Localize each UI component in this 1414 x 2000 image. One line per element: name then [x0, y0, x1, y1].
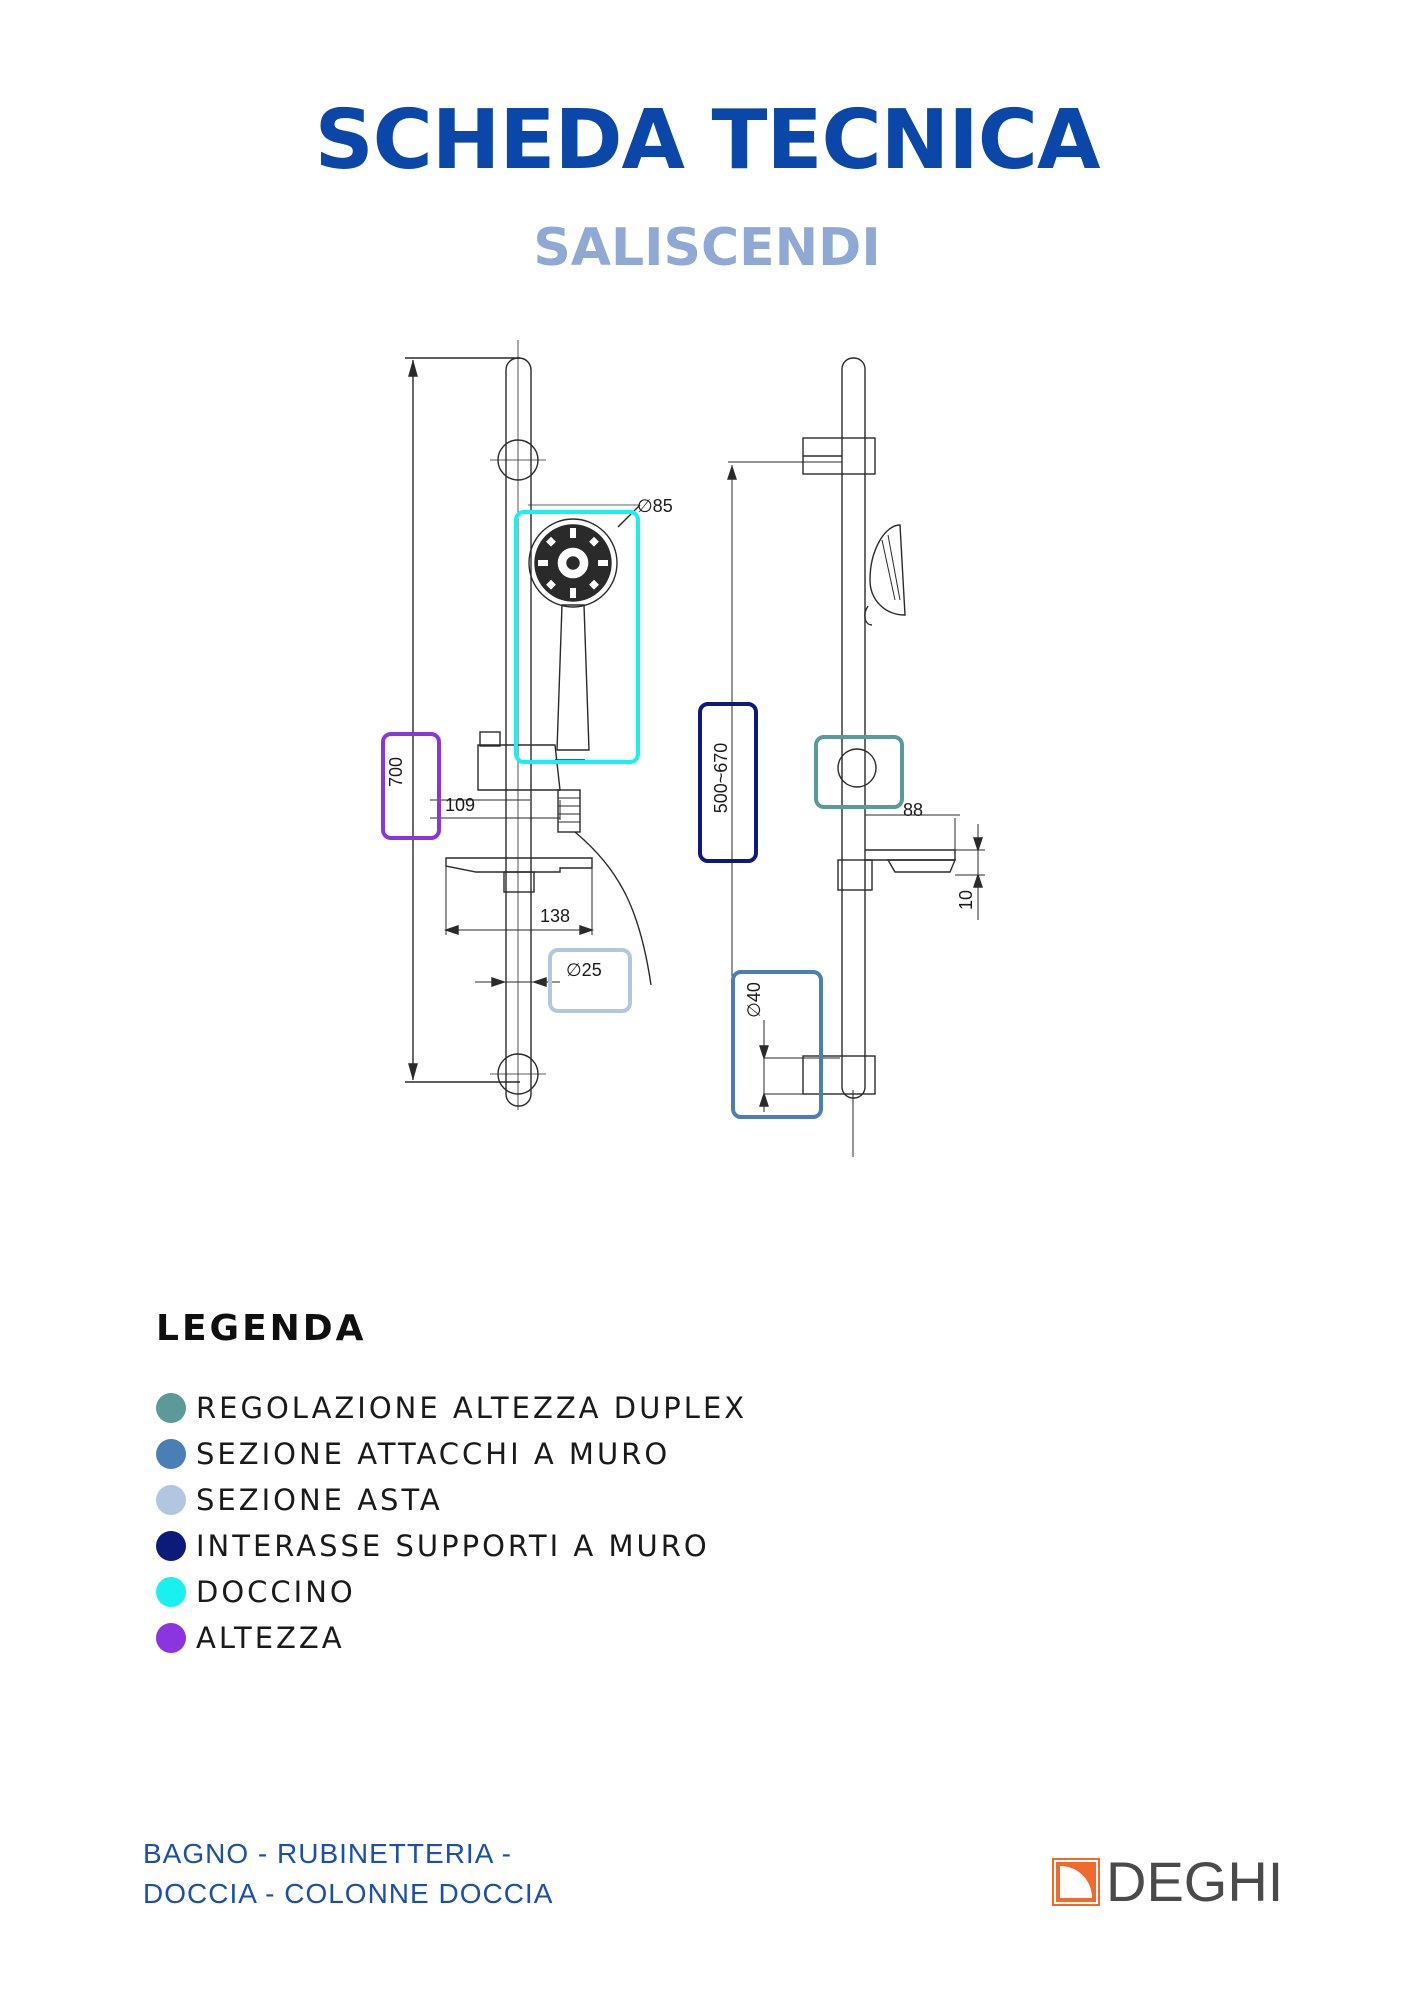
highlight-doccino	[514, 510, 640, 764]
legend-title: LEGENDA	[156, 1308, 367, 1349]
dim-head-diameter-text: ∅85	[637, 496, 673, 516]
technical-drawing: 700 109 138 ∅25 ∅85 500~670 88 10 ∅40	[381, 340, 985, 1157]
page-title: SCHEDA TECNICA	[314, 93, 1101, 188]
dim-rod-diameter-text: ∅25	[566, 960, 602, 980]
rod-front	[505, 357, 532, 1107]
dim-shelf-thickness-text: 10	[956, 890, 976, 910]
legend-item: REGOLAZIONE ALTEZZA DUPLEX	[156, 1385, 747, 1431]
duplex-knob	[837, 748, 877, 788]
side-shelf	[865, 849, 956, 861]
page-subtitle: SALISCENDI	[533, 218, 881, 278]
dim-arrows	[408, 359, 418, 1081]
shower-head-side	[869, 524, 906, 616]
brand-logo[interactable]: DEGHI	[1052, 1854, 1283, 1910]
legend-item: INTERASSE SUPPORTI A MURO	[156, 1523, 747, 1569]
shower-handle	[556, 604, 590, 751]
hose	[574, 831, 652, 986]
slider-holder	[477, 744, 561, 791]
legend-dot	[156, 1439, 186, 1469]
side-support-bottom	[802, 1055, 876, 1095]
legend-dot	[156, 1485, 186, 1515]
footer-category-line2[interactable]: DOCCIA - COLONNE DOCCIA	[143, 1878, 554, 1909]
legend-item: SEZIONE ATTACCHI A MURO	[156, 1431, 747, 1477]
dim-leader	[617, 504, 641, 528]
legend-label: SEZIONE ATTACCHI A MURO	[196, 1437, 671, 1471]
brand-name: DEGHI	[1106, 1850, 1284, 1913]
legend-item: SEZIONE ASTA	[156, 1477, 747, 1523]
legend-dot	[156, 1577, 186, 1607]
legend-item: DOCCINO	[156, 1569, 747, 1615]
legend-label: REGOLAZIONE ALTEZZA DUPLEX	[196, 1391, 748, 1425]
legend-label: DOCCINO	[196, 1575, 356, 1609]
footer-category-line1[interactable]: BAGNO - RUBINETTERIA -	[143, 1838, 512, 1869]
legend-label: ALTEZZA	[196, 1621, 345, 1655]
highlight-interasse	[698, 702, 758, 863]
dim-wall-support-text: ∅40	[744, 982, 764, 1018]
legend-label: SEZIONE ASTA	[196, 1483, 443, 1517]
highlight-altezza	[381, 732, 441, 840]
highlight-sezione-asta	[548, 948, 632, 1013]
dim-bracket-depth-text: 88	[903, 800, 923, 820]
shower-head	[528, 518, 618, 608]
brand-mark-icon	[1052, 1858, 1100, 1906]
dim-shelf-width-text: 138	[540, 906, 570, 926]
dim-height-text: 700	[386, 757, 406, 787]
dim-offset-text: 109	[445, 795, 475, 815]
dim-support-spacing-text: 500~670	[711, 743, 731, 814]
rod-side	[841, 357, 866, 1099]
legend-label: INTERASSE SUPPORTI A MURO	[196, 1529, 710, 1563]
soap-shelf	[445, 857, 593, 873]
legend-dot	[156, 1393, 186, 1423]
legend-list: REGOLAZIONE ALTEZZA DUPLEX SEZIONE ATTAC…	[156, 1385, 747, 1661]
legend-dot	[156, 1531, 186, 1561]
legend-item: ALTEZZA	[156, 1615, 747, 1661]
legend-dot	[156, 1623, 186, 1653]
highlight-attacchi	[731, 970, 823, 1119]
hose-connector	[557, 789, 581, 833]
highlight-duplex	[814, 735, 904, 809]
